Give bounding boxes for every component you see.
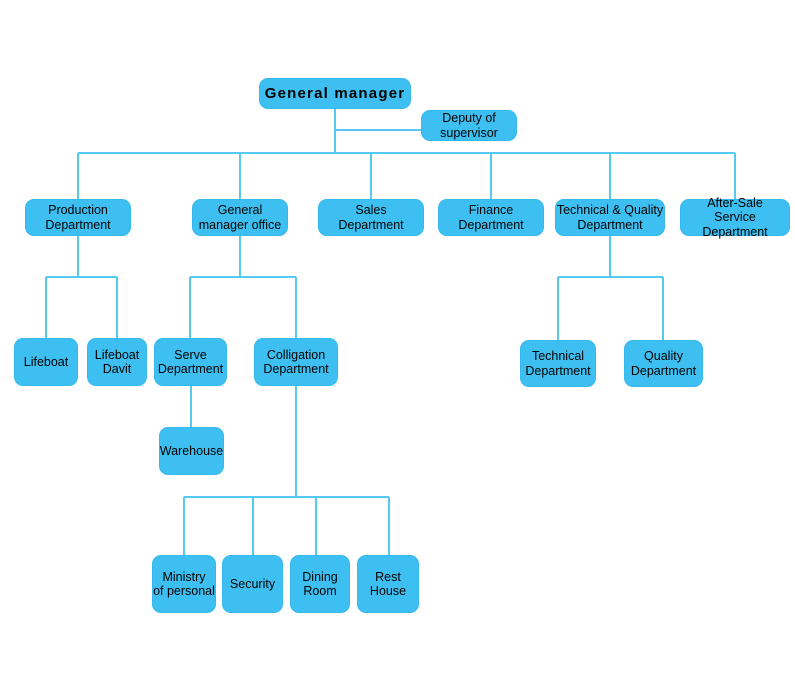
connector-level1-rail bbox=[77, 152, 736, 199]
node-technical-department: Technical Department bbox=[520, 340, 596, 387]
node-serve-department: Serve Department bbox=[154, 338, 227, 386]
node-colligation-department: Colligation Department bbox=[254, 338, 338, 386]
node-finance-department: Finance Department bbox=[438, 199, 544, 236]
node-lifeboat: Lifeboat bbox=[14, 338, 78, 386]
node-sales-department: Sales Department bbox=[318, 199, 424, 236]
connector-colligation-branch bbox=[183, 386, 390, 555]
node-dining-room: Dining Room bbox=[290, 555, 350, 613]
node-general-manager-office: General manager office bbox=[192, 199, 288, 236]
node-production-department: Production Department bbox=[25, 199, 131, 236]
node-ministry-of-personal: Ministry of personal bbox=[152, 555, 216, 613]
node-quality-department: Quality Department bbox=[624, 340, 703, 387]
node-security: Security bbox=[222, 555, 283, 613]
node-general-manager: General manager bbox=[259, 78, 411, 109]
node-after-sale-service-department: After-Sale Service Department bbox=[680, 196, 790, 239]
node-lifeboat-davit: Lifeboat Davit bbox=[87, 338, 147, 386]
node-rest-house: Rest House bbox=[357, 555, 419, 613]
connector-gmoffice-branch bbox=[189, 236, 297, 338]
node-warehouse: Warehouse bbox=[159, 427, 224, 475]
connector-techqual-branch bbox=[557, 236, 664, 340]
node-deputy-of-supervisor: Deputy of supervisor bbox=[421, 110, 517, 141]
connector-production-branch bbox=[45, 236, 118, 338]
node-technical-quality-department: Technical & Quality Department bbox=[555, 199, 665, 236]
